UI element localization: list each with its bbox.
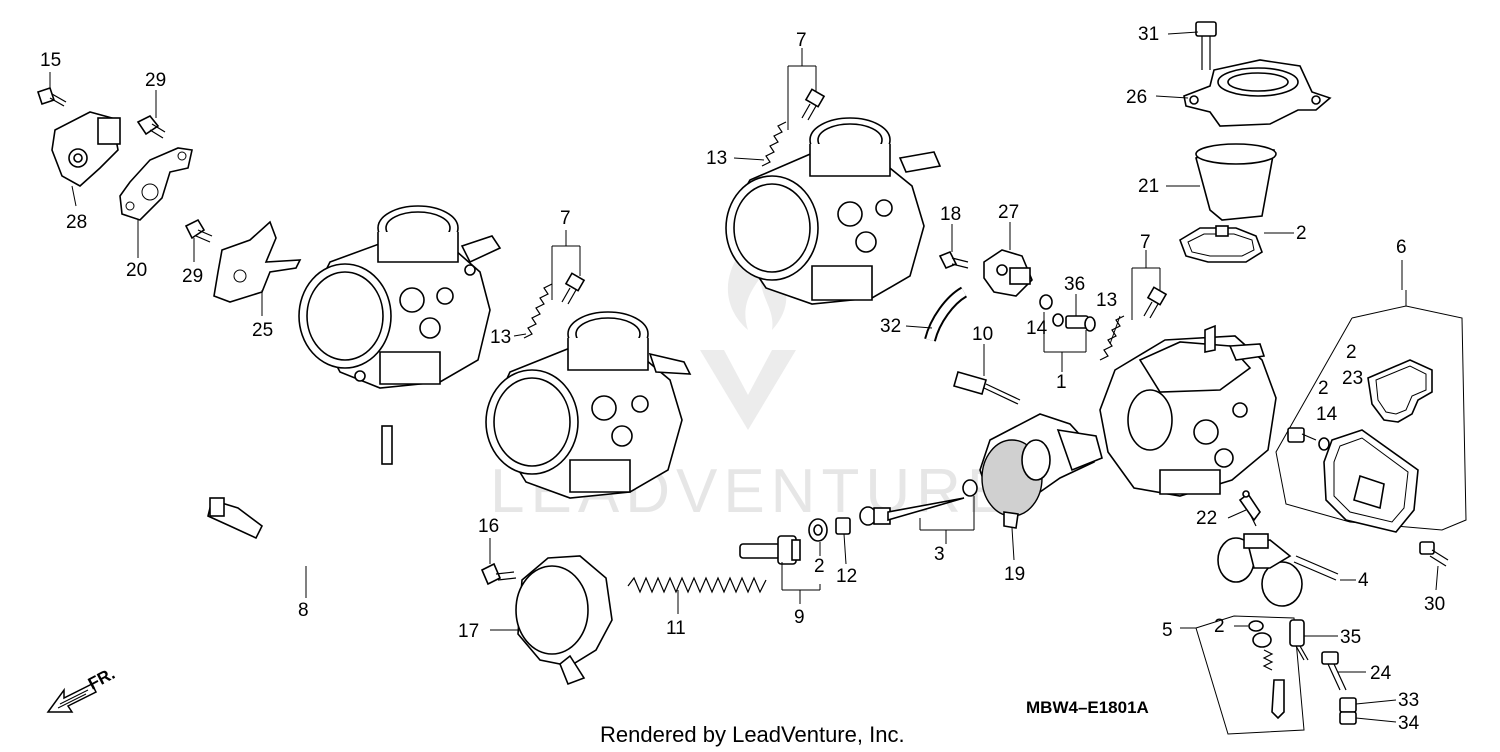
callout-2-top: 2 (1296, 223, 1307, 244)
screw-7a (561, 272, 586, 305)
callout-14: 14 (1026, 318, 1048, 339)
callout-31: 31 (1138, 24, 1159, 45)
callout-11: 11 (666, 618, 686, 639)
front-direction-arrow: FR. (46, 664, 118, 713)
float-jet-22 (1238, 490, 1261, 527)
callout-18: 18 (940, 204, 961, 225)
callout-17: 17 (458, 621, 479, 642)
bolt-29b (184, 218, 213, 243)
kit-5-outline (1195, 615, 1305, 735)
bolt-29a (136, 114, 166, 139)
footer-credit: Rendered by LeadVenture, Inc. (600, 722, 905, 747)
callout-29-lower: 29 (182, 266, 203, 287)
callout-19: 19 (1004, 564, 1025, 585)
callout-4: 4 (1358, 570, 1369, 591)
callout-3: 3 (934, 544, 945, 565)
diaphragm-19 (979, 413, 1103, 529)
callout-7-right: 7 (1140, 232, 1151, 253)
bracket-25 (213, 220, 302, 303)
callout-32: 32 (880, 316, 901, 337)
spring-13b (761, 121, 787, 167)
bolt-18 (938, 250, 969, 270)
funnel-21 (1195, 143, 1277, 221)
callout-36: 36 (1064, 274, 1085, 295)
callout-13-right: 13 (1096, 290, 1117, 311)
callout-9: 9 (794, 607, 805, 628)
callout-5: 5 (1162, 620, 1173, 641)
jet-35 (1289, 619, 1309, 661)
callout-14-kit: 14 (1316, 404, 1338, 425)
float-chamber-cover-17 (515, 555, 613, 686)
cover-plate-kit (1323, 429, 1419, 533)
callout-6: 6 (1396, 237, 1407, 258)
screw-7b (801, 88, 826, 121)
gasket-2-top (1179, 225, 1263, 263)
piston-assembly-9 (739, 517, 851, 565)
screw-31 (1195, 21, 1217, 70)
valve-27 (983, 249, 1033, 297)
callout-2-kit5: 2 (1214, 616, 1225, 637)
callout-25: 25 (252, 320, 273, 341)
callout-2-piston: 2 (814, 556, 825, 577)
callout-15: 15 (40, 50, 61, 71)
callout-20: 20 (126, 260, 147, 281)
callout-34: 34 (1398, 713, 1420, 734)
throttle-position-sensor-28 (51, 111, 121, 187)
carburetor-center (485, 311, 692, 499)
callout-33: 33 (1398, 690, 1419, 711)
callout-30: 30 (1424, 594, 1445, 615)
needle-valve-parts (1248, 620, 1285, 720)
carburetor-left (298, 205, 502, 389)
callout-13-top: 13 (706, 148, 727, 169)
callout-16: 16 (478, 516, 499, 537)
callout-1: 1 (1056, 372, 1067, 393)
callout-8: 8 (298, 600, 309, 621)
carburetor-body-right (1099, 324, 1277, 497)
callout-21: 21 (1138, 176, 1159, 197)
callout-10: 10 (972, 324, 993, 345)
jet-33-34 (1339, 697, 1357, 725)
float-4 (1217, 533, 1339, 607)
callout-29-top: 29 (145, 70, 166, 91)
callout-13-left: 13 (490, 327, 511, 348)
spring-11 (627, 576, 767, 594)
diagram-code: MBW4–E1801A (1026, 698, 1149, 717)
callout-7-left: 7 (560, 208, 571, 229)
screw-30 (1419, 541, 1449, 567)
callout-28: 28 (66, 212, 87, 233)
throttle-cable-8 (207, 425, 393, 582)
hose-32 (924, 286, 968, 342)
callout-23: 23 (1342, 368, 1363, 389)
callout-22: 22 (1196, 508, 1217, 529)
pilot-screw-10 (953, 371, 1021, 405)
top-cover-26 (1183, 59, 1332, 127)
screw-7c (1143, 286, 1168, 319)
gasket-23 (1367, 359, 1433, 423)
jet-needle-3 (859, 479, 978, 526)
callout-7-top: 7 (796, 30, 807, 51)
callout-26: 26 (1126, 87, 1147, 108)
callout-27: 27 (998, 202, 1019, 223)
callout-35: 35 (1340, 627, 1361, 648)
callout-2-kit-a: 2 (1346, 342, 1357, 363)
spring-13a (523, 283, 553, 339)
callout-12: 12 (836, 566, 857, 587)
jet-24 (1321, 651, 1347, 691)
fitting-36 (1065, 315, 1096, 332)
kit-6-outline (1275, 290, 1467, 531)
o-ring-14a (1039, 294, 1064, 327)
callout-2-kit-b: 2 (1318, 378, 1329, 399)
callout-24: 24 (1370, 663, 1392, 684)
bolt-15 (36, 86, 67, 107)
screw-14-kit (1287, 427, 1330, 451)
bracket-20 (119, 147, 193, 221)
bolt-16 (480, 562, 517, 586)
callouts: 15 29 28 20 29 25 7 13 7 13 18 27 36 7 1… (40, 24, 1445, 734)
carburetor-top (725, 117, 942, 305)
leader-lines (49, 31, 1439, 723)
